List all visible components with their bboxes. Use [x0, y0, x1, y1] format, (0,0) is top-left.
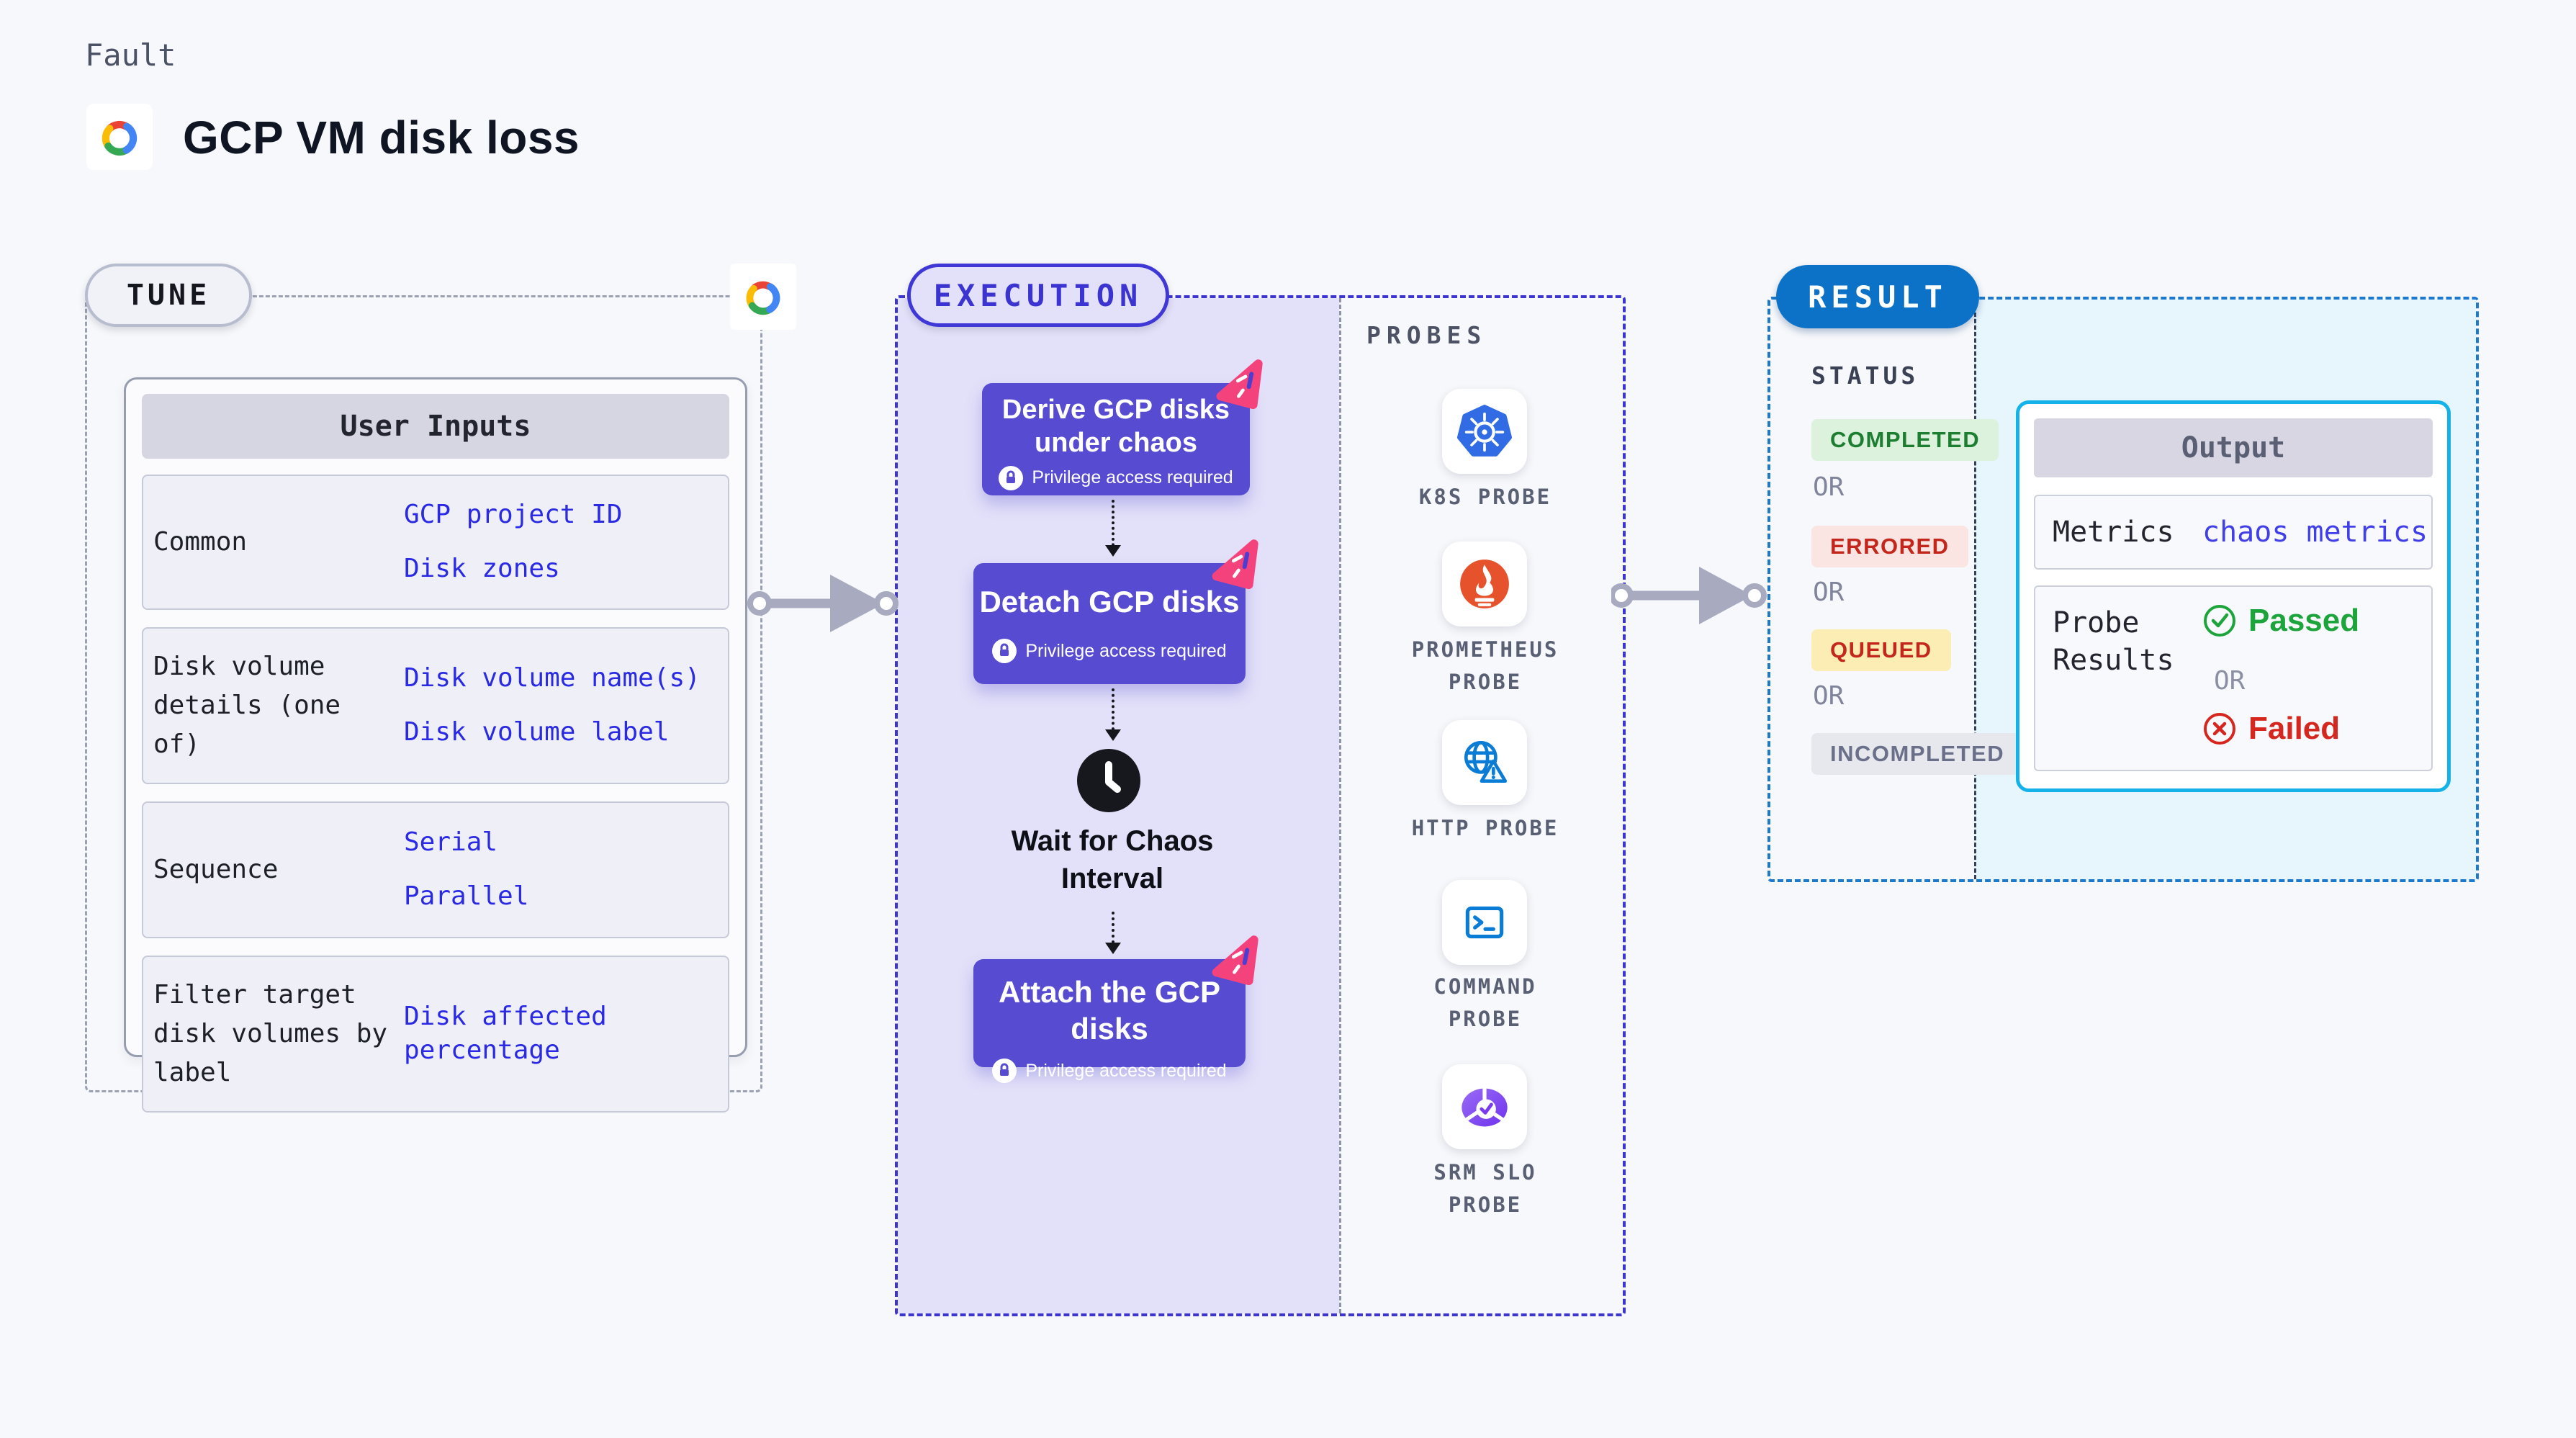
metrics-value: chaos metrics	[2202, 516, 2428, 549]
execution-pill: EXECUTION	[907, 264, 1169, 327]
row-value: Serial	[404, 827, 498, 858]
gcp-cloud-icon	[102, 120, 138, 156]
or-separator: OR	[1813, 578, 1845, 607]
user-input-row-filter: Filter target disk volumes by label Disk…	[142, 956, 729, 1113]
row-label: Common	[153, 527, 248, 557]
clock-icon	[1074, 746, 1143, 819]
or-separator: OR	[1813, 681, 1845, 711]
probe-label: SRM SLO PROBE	[1433, 1160, 1537, 1217]
k8s-probe-tile	[1442, 389, 1527, 474]
execution-section	[895, 295, 1626, 1316]
output-header: Output	[2034, 418, 2433, 477]
row-value: Disk affected percentage	[404, 1002, 607, 1065]
row-label: Sequence	[153, 855, 279, 884]
chaos-badge-icon	[1210, 539, 1264, 593]
kubernetes-icon	[1457, 405, 1512, 457]
chaos-badge-icon	[1214, 359, 1269, 413]
probe-label: PROMETHEUS PROBE	[1411, 637, 1559, 694]
lock-icon	[999, 465, 1024, 490]
probe-label: K8S PROBE	[1418, 485, 1552, 509]
row-value: Disk zones	[404, 554, 560, 583]
probe-label: HTTP PROBE	[1411, 816, 1559, 840]
or-separator: OR	[1813, 472, 1845, 502]
fault-kicker: Fault	[85, 37, 176, 73]
user-inputs-header: User Inputs	[142, 394, 729, 459]
probes-label: PROBES	[1366, 321, 1487, 349]
step-detach-gcp-disks: Detach GCP disks Privilege access requir…	[973, 563, 1246, 684]
wait-label-line: Interval	[1060, 863, 1164, 894]
srm-slo-probe-tile	[1442, 1064, 1527, 1149]
user-input-row-disk-volume: Disk volume details (one of) Disk volume…	[142, 627, 729, 784]
output-card: Output Metrics chaos metrics Probe Resul…	[2016, 400, 2451, 792]
page-title: GCP VM disk loss	[183, 112, 580, 163]
http-probe-tile	[1442, 720, 1527, 805]
gcp-logo-corner	[730, 264, 796, 330]
x-circle-icon	[2204, 713, 2235, 745]
step-title-line: under chaos	[1035, 428, 1197, 459]
wait-label-line: Wait for Chaos	[1011, 825, 1214, 857]
terminal-icon	[1465, 906, 1504, 939]
row-value: Disk volume name(s)	[404, 663, 701, 693]
row-value: Disk volume label	[404, 717, 670, 747]
result-pill: RESULT	[1776, 265, 1979, 328]
row-value: Parallel	[404, 881, 529, 911]
step-title-line: Derive GCP disks	[1001, 395, 1230, 425]
result-section	[1767, 297, 2479, 882]
probe-result-passed: Passed	[2202, 603, 2359, 639]
probe-result-failed: Failed	[2202, 711, 2340, 747]
globe-warning-icon	[1464, 740, 1508, 783]
command-probe-tile	[1442, 880, 1527, 965]
status-badge-queued: QUEUED	[1811, 629, 1951, 671]
gcp-logo	[86, 104, 153, 170]
user-input-row-sequence: Sequence Serial Parallel	[142, 801, 729, 938]
flow-connector	[1105, 688, 1121, 741]
status-label: STATUS	[1811, 361, 1919, 390]
lock-icon	[992, 639, 1017, 664]
probe-results-row: Probe Results Passed OR Failed	[2034, 585, 2433, 771]
slo-pie-check-icon	[1462, 1085, 1508, 1127]
flow-connector	[1105, 912, 1121, 954]
status-badge-completed: COMPLETED	[1811, 419, 1999, 461]
tune-pill: TUNE	[85, 264, 252, 327]
step-title-line: Detach GCP disks	[979, 585, 1240, 619]
wait-for-chaos-label: Wait for Chaos Interval	[965, 822, 1260, 897]
flow-connector	[1105, 500, 1121, 557]
gcp-cloud-icon	[746, 281, 780, 315]
user-input-row-common: Common GCP project ID Disk zones	[142, 475, 729, 610]
row-label: Disk volume details (one of)	[153, 652, 341, 759]
row-value: GCP project ID	[404, 500, 623, 530]
row-label: Filter target disk volumes by label	[153, 980, 388, 1087]
status-badge-errored: ERRORED	[1811, 526, 1968, 567]
user-inputs-card: User Inputs Common GCP project ID Disk z…	[124, 377, 747, 1113]
metrics-row: Metrics chaos metrics	[2034, 495, 2433, 570]
probes-divider	[1339, 298, 1341, 1313]
privilege-note: Privilege access required	[1025, 640, 1227, 661]
check-circle-icon	[2204, 605, 2235, 637]
step-derive-gcp-disks: Derive GCP disks under chaos Privilege a…	[982, 383, 1250, 495]
privilege-note: Privilege access required	[1025, 1060, 1227, 1081]
step-title-line: Attach the GCP disks	[998, 975, 1221, 1046]
probe-results-label: Probe Results	[2053, 606, 2174, 677]
or-separator: OR	[2214, 666, 2246, 696]
prometheus-icon	[1460, 560, 1509, 608]
status-badge-incompleted: INCOMPLETED	[1811, 733, 2024, 775]
step-attach-gcp-disks: Attach the GCP disks Privilege access re…	[973, 959, 1246, 1084]
tune-to-execution-arrow	[747, 575, 899, 632]
failed-label: Failed	[2248, 711, 2341, 746]
chaos-badge-icon	[1210, 935, 1264, 989]
probe-label: COMMAND PROBE	[1433, 974, 1537, 1031]
lock-icon	[992, 1059, 1017, 1084]
execution-to-result-arrow	[1611, 567, 1767, 624]
passed-label: Passed	[2248, 603, 2360, 638]
prometheus-probe-tile	[1442, 542, 1527, 626]
metrics-label: Metrics	[2053, 516, 2174, 549]
privilege-note: Privilege access required	[1032, 467, 1233, 488]
